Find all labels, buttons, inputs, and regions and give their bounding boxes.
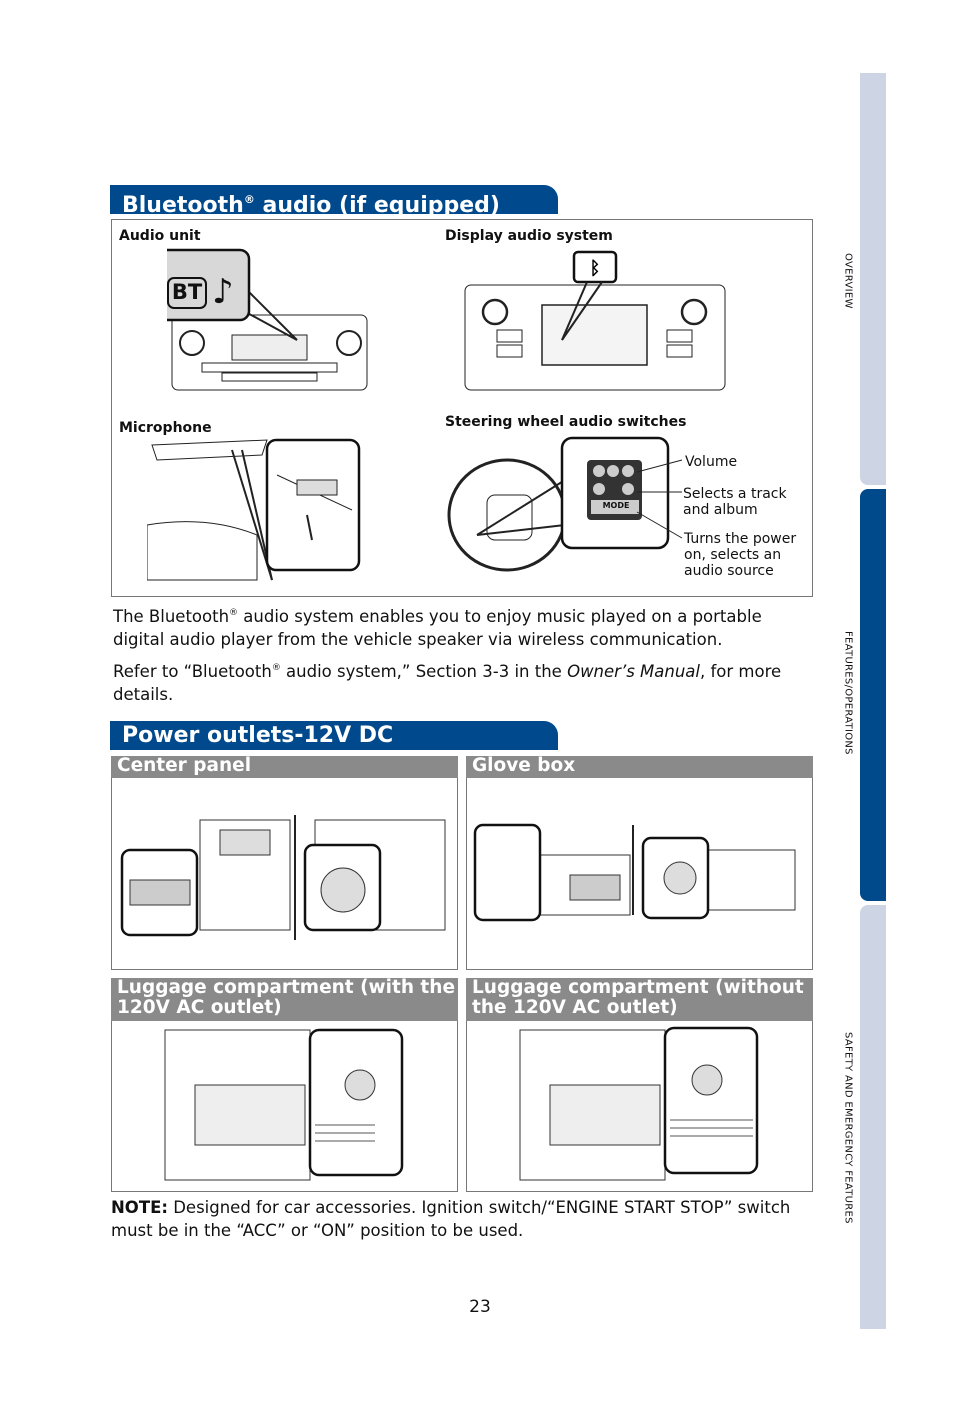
section-title-bluetooth: Bluetooth® audio (if equipped) — [110, 185, 558, 218]
panel-title-glove: Glove box — [466, 756, 813, 778]
panel-title-luggage-noac: Luggage compartment (without the 120V AC… — [466, 978, 813, 1021]
callout-volume: Volume — [685, 454, 738, 470]
page-number: 23 — [469, 1297, 491, 1317]
panel-title-luggage-ac: Luggage compartment (with the 120V AC ou… — [111, 978, 458, 1021]
panel-title-center: Center panel — [111, 756, 458, 778]
label-display-audio: Display audio system — [445, 228, 613, 244]
bluetooth-figure: Audio unit Display audio system Micropho… — [111, 219, 813, 597]
music-note-icon: ♪ — [212, 272, 234, 312]
callout-track: Selects a track and album — [683, 486, 787, 518]
label-audio-unit: Audio unit — [119, 228, 201, 244]
bluetooth-description: The Bluetooth® audio system enables you … — [113, 607, 762, 649]
tab-label-safety[interactable]: SAFETY AND EMERGENCY FEATURES — [842, 1032, 854, 1224]
microphone-illustration — [147, 438, 361, 581]
label-steering: Steering wheel audio switches — [445, 414, 687, 430]
bluetooth-icon: ᛒ — [590, 258, 601, 279]
tab-overview[interactable] — [860, 73, 886, 485]
bt-badge: BT — [167, 277, 207, 309]
bluetooth-reference: Refer to “Bluetooth® audio system,” Sect… — [113, 662, 782, 704]
center-panel-illustration — [120, 815, 446, 940]
tab-safety[interactable] — [860, 905, 886, 1329]
label-microphone: Microphone — [119, 420, 212, 436]
callout-power: Turns the power on, selects an audio sou… — [684, 531, 797, 579]
section-title-power-outlets: Power outlets-12V DC — [110, 721, 558, 750]
glove-box-illustration — [473, 823, 796, 922]
steering-wheel-illustration — [447, 436, 670, 572]
display-audio-illustration: ᛒ — [464, 250, 726, 391]
note: NOTE: Designed for car accessories. Igni… — [111, 1198, 791, 1240]
callout-lines — [636, 459, 683, 539]
tab-label-features[interactable]: FEATURES/OPERATIONS — [842, 631, 854, 755]
luggage-noac-illustration — [519, 1026, 759, 1181]
luggage-ac-illustration — [164, 1028, 404, 1181]
mode-button-label: MODE — [602, 501, 630, 510]
tab-features-operations[interactable] — [860, 489, 886, 901]
audio-unit-illustration — [167, 248, 368, 391]
tab-label-overview[interactable]: OVERVIEW — [842, 253, 854, 309]
